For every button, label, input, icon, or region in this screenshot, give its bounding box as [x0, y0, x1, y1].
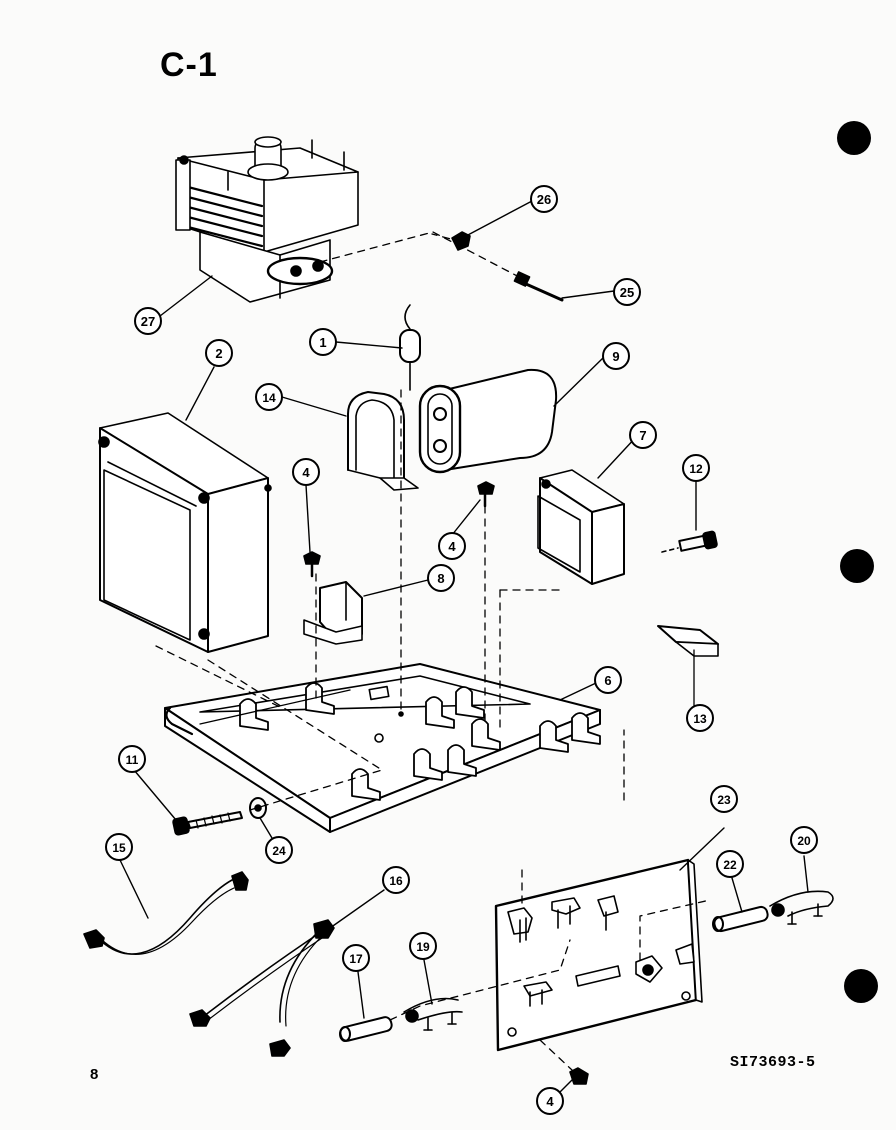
svg-text:1: 1: [319, 335, 326, 350]
noise-filter-part: [537, 469, 625, 585]
svg-text:6: 6: [604, 673, 611, 688]
screw-small-part: [661, 530, 718, 553]
callout-22: 22: [716, 850, 744, 878]
callout-7: 7: [629, 421, 657, 449]
page-number: 8: [90, 1066, 99, 1083]
lead-assembly-20-part: [769, 890, 834, 925]
callout-20: 20: [790, 826, 818, 854]
callout-14: 14: [255, 383, 283, 411]
callout-23: 23: [710, 785, 738, 813]
callout-12: 12: [682, 454, 710, 482]
svg-text:2: 2: [215, 346, 222, 361]
callout-8: 8: [427, 564, 455, 592]
svg-text:19: 19: [416, 940, 430, 954]
screw-part-left: [303, 551, 321, 578]
circuit-board-part: [494, 858, 703, 1052]
screw-part-upper: [477, 481, 495, 508]
svg-text:27: 27: [141, 314, 155, 329]
capacitor-bracket-part: [347, 391, 419, 491]
clip-part: [657, 625, 719, 707]
high-voltage-diode-part: [399, 304, 421, 391]
svg-text:8: 8: [437, 571, 444, 586]
callout-19: 19: [409, 932, 437, 960]
svg-text:22: 22: [723, 858, 737, 872]
svg-text:24: 24: [272, 844, 286, 858]
callout-24: 27: [134, 307, 162, 335]
svg-text:26: 26: [537, 192, 551, 207]
resistor-22-part: [712, 905, 769, 933]
washer-part: [249, 797, 267, 819]
callout-9: 9: [602, 342, 630, 370]
svg-text:4: 4: [546, 1094, 554, 1109]
svg-text:9: 9: [612, 349, 619, 364]
resistor-17-part: [339, 1016, 393, 1042]
wire-lead-part: [83, 871, 249, 955]
leader-lines: [119, 200, 809, 1093]
callout-2: 2: [205, 339, 233, 367]
power-transformer-part: [98, 412, 272, 653]
svg-text:23: 23: [717, 793, 731, 807]
svg-text:15: 15: [112, 841, 126, 855]
callout-13: 13: [686, 704, 714, 732]
document-code: SI73693-5: [730, 1054, 816, 1071]
bolt-part: [172, 811, 243, 836]
svg-text:13: 13: [693, 712, 707, 726]
wire-harness-part: [189, 919, 335, 1057]
terminal-block-part: [303, 581, 363, 645]
base-plate-part: [164, 663, 601, 833]
svg-text:25: 25: [620, 285, 634, 300]
binder-hole-top: [837, 121, 871, 155]
fastener-part: [451, 231, 471, 251]
callout-25: 25: [613, 278, 641, 306]
page-title: C-1: [160, 46, 218, 84]
callout-16: 16: [382, 866, 410, 894]
svg-text:20: 20: [797, 834, 811, 848]
svg-text:7: 7: [639, 428, 646, 443]
lead-assembly-19-part: [403, 997, 463, 1031]
callout-4-bottom: 4: [536, 1087, 564, 1115]
callout-4-left: 4: [292, 458, 320, 486]
svg-text:4: 4: [448, 539, 456, 554]
svg-text:4: 4: [302, 465, 310, 480]
svg-text:14: 14: [262, 391, 276, 405]
screw-part-bottom: [569, 1067, 589, 1085]
callout-15: 15: [105, 833, 133, 861]
svg-text:11: 11: [126, 753, 139, 767]
high-voltage-capacitor-part: [418, 368, 558, 474]
callout-27: 26: [530, 185, 558, 213]
callout-6: 6: [594, 666, 622, 694]
svg-text:17: 17: [349, 952, 363, 966]
callout-4-capacitor: 4: [438, 532, 466, 560]
callout-1: 1: [309, 328, 337, 356]
binder-hole-bottom: [844, 969, 878, 1003]
svg-text:12: 12: [689, 462, 703, 476]
callout-11: 11: [118, 745, 146, 773]
callout-17: 17: [342, 944, 370, 972]
callout-bubbles: 27 26 25 1 2 14 9 7 12 4 4 8 6 13 11 24 …: [105, 185, 818, 1115]
probe-pin-part: [513, 271, 564, 302]
magnetron-part: [175, 136, 359, 303]
binder-hole-middle: [840, 549, 874, 583]
callout-26: 24: [265, 836, 293, 864]
svg-text:16: 16: [389, 874, 403, 888]
